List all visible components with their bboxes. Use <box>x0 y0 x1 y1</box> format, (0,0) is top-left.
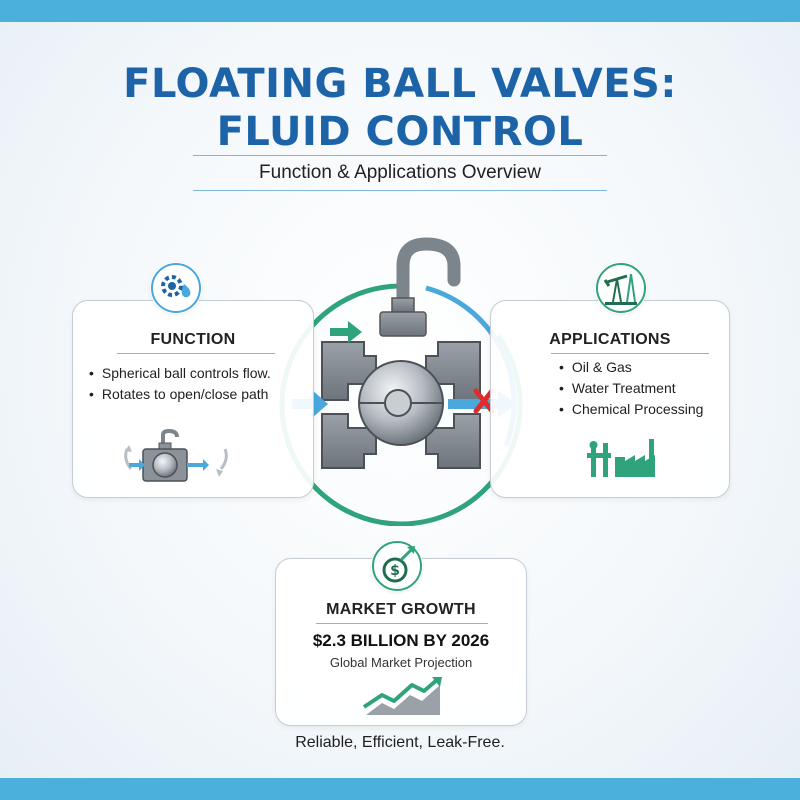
applications-bullets: Oil & Gas Water Treatment Chemical Proce… <box>559 357 704 420</box>
function-divider <box>117 353 275 354</box>
market-growth-card: MARKET GROWTH $2.3 BILLION BY 2026 Globa… <box>275 558 527 726</box>
bottom-band <box>0 778 800 800</box>
function-title: FUNCTION <box>150 331 236 348</box>
market-title: MARKET GROWTH <box>326 601 476 618</box>
svg-text:$: $ <box>390 563 400 579</box>
mini-valve-icon <box>124 429 228 482</box>
valve-bonnet <box>379 311 427 337</box>
industrial-plant-icon <box>587 439 655 477</box>
title-line-2: FLUID CONTROL <box>216 109 584 155</box>
market-divider <box>316 623 488 624</box>
applications-bullet: Water Treatment <box>559 378 703 399</box>
market-note: Global Market Projection <box>329 655 473 670</box>
function-card: FUNCTION Spherical ball controls flow. R… <box>72 300 314 498</box>
title-line-1: FLOATING BALL VALVES: <box>123 61 677 107</box>
function-bullet: Rotates to open/close path <box>89 384 271 405</box>
tagline: Reliable, Efficient, Leak-Free. <box>295 734 505 751</box>
valve-handle <box>396 237 461 313</box>
applications-bullet: Oil & Gas <box>559 357 703 378</box>
oil-pump-icon <box>595 262 647 314</box>
gear-droplet-icon <box>150 262 202 314</box>
applications-card: APPLICATIONS Oil & Gas Water Treatment C… <box>490 300 730 498</box>
valve-body-left-lower <box>321 413 377 469</box>
ball-port <box>384 389 412 417</box>
applications-divider <box>551 353 709 354</box>
function-bullet: Spherical ball controls flow. <box>89 363 271 384</box>
blocked-x-icon <box>473 388 495 414</box>
top-band <box>0 0 800 22</box>
applications-title: APPLICATIONS <box>549 331 671 348</box>
function-bullets: Spherical ball controls flow. Rotates to… <box>89 363 271 405</box>
valve-stem <box>391 297 415 313</box>
applications-bullet: Chemical Processing <box>559 399 704 420</box>
page-title: FLOATING BALL VALVES: FLUID CONTROL <box>0 60 800 156</box>
trend-chart-icon <box>362 677 442 715</box>
market-figure: $2.3 BILLION BY 2026 <box>312 631 490 650</box>
valve-body-right-lower <box>425 413 481 469</box>
subtitle: Function & Applications Overview <box>193 155 607 191</box>
inflow-arrow-green <box>330 321 362 343</box>
dollar-growth-icon: $ <box>371 540 423 592</box>
